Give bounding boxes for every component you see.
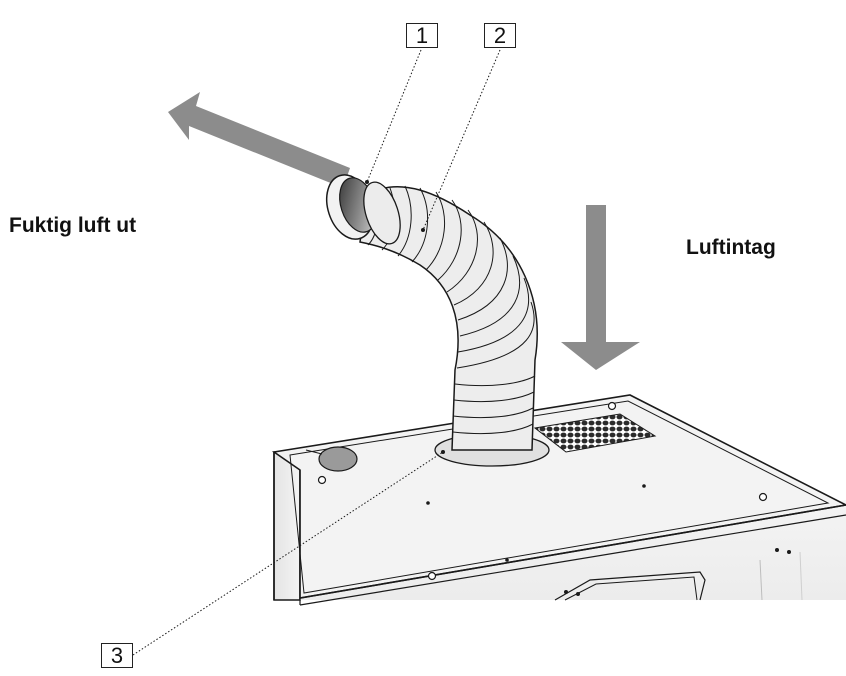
outlet-adapter <box>325 174 401 245</box>
sensor-disc <box>318 446 358 472</box>
flexible-hose <box>359 185 538 451</box>
callout-3: 3 <box>101 643 133 668</box>
callout-2: 2 <box>484 23 516 48</box>
intake-arrow <box>561 205 640 370</box>
moist-air-out-label: Fuktig luft ut <box>9 214 137 237</box>
intake-grille <box>533 413 657 453</box>
dehumidifier-unit <box>271 394 846 606</box>
callout-1: 1 <box>406 23 438 48</box>
air-intake-label: Luftintag <box>686 236 776 259</box>
exhaust-arrow <box>168 92 350 188</box>
